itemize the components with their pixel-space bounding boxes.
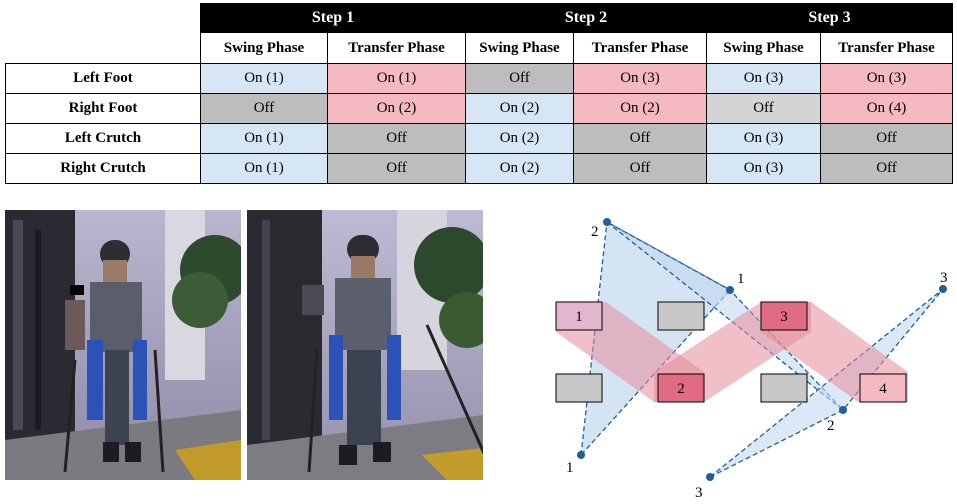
table-cell: Off <box>706 93 821 124</box>
phase-header: Swing Phase <box>465 32 574 64</box>
crutch-point <box>939 285 947 293</box>
crutch-label: 3 <box>940 270 948 286</box>
crutch-label: 3 <box>695 485 703 500</box>
row-label-right-crutch: Right Crutch <box>5 153 201 184</box>
table-cell: On (2) <box>465 153 574 184</box>
table-cell: Off <box>573 123 707 154</box>
table-cell: On (2) <box>327 93 466 124</box>
table-cell: On (2) <box>465 123 574 154</box>
table-cell: On (3) <box>706 123 821 154</box>
crutch-point <box>726 286 734 294</box>
step-3-header: Step 3 <box>706 3 953 33</box>
table-cell: Off <box>820 123 953 154</box>
table-cell: On (1) <box>200 123 328 154</box>
table-cell: On (1) <box>200 63 328 94</box>
crutch-point <box>577 451 585 459</box>
foot-label: 2 <box>677 381 685 397</box>
table-cell: Off <box>573 153 707 184</box>
phase-header: Transfer Phase <box>327 32 466 64</box>
row-label-left-crutch: Left Crutch <box>5 123 201 154</box>
foot-box-empty <box>760 373 808 403</box>
table-cell: On (3) <box>706 153 821 184</box>
crutch-labels: 1 1 2 2 3 3 <box>566 224 948 500</box>
foot-label: 1 <box>575 309 583 325</box>
foot-label: 4 <box>879 381 887 397</box>
row-label-left-foot: Left Foot <box>5 63 201 94</box>
foot-box <box>859 373 907 403</box>
table-corner-2 <box>6 33 201 64</box>
foot-label: 3 <box>780 309 788 325</box>
foot-box <box>657 373 705 403</box>
table-cell: On (3) <box>573 63 707 94</box>
crutch-point <box>706 473 714 481</box>
table-cell: On (2) <box>465 93 574 124</box>
crutch-label: 1 <box>566 460 574 476</box>
table-cell: Off <box>327 153 466 184</box>
crutch-point <box>839 406 847 414</box>
table-corner <box>6 4 201 33</box>
gait-diagram: 1 3 2 4 1 1 2 2 3 3 <box>555 218 948 500</box>
foot-box-empty <box>555 373 603 403</box>
crutch-label: 1 <box>737 271 745 287</box>
foot-box <box>760 301 808 331</box>
table-cell: On (1) <box>200 153 328 184</box>
table-row: Right Foot Off On (2) On (2) On (2) Off … <box>5 93 953 124</box>
table-cell: On (3) <box>706 63 821 94</box>
support-triangle-step-3 <box>709 288 944 478</box>
table-cell: On (2) <box>573 93 707 124</box>
table-cell: On (1) <box>327 63 466 94</box>
crutch-point <box>603 218 611 226</box>
foot-box-empty <box>657 301 705 331</box>
step-1-header: Step 1 <box>200 3 466 33</box>
step-2-header: Step 2 <box>465 3 707 33</box>
table-cell: Off <box>200 93 328 124</box>
foot-boxes: 1 3 2 4 <box>555 301 907 403</box>
table-cell: Off <box>327 123 466 154</box>
foot-box <box>555 301 603 331</box>
table-row: Right Crutch On (1) Off On (2) Off On (3… <box>5 153 953 184</box>
table-row: Left Crutch On (1) Off On (2) Off On (3)… <box>5 123 953 154</box>
exoskeleton-photo-1 <box>5 210 241 480</box>
table-row: Left Foot On (1) On (1) Off On (3) On (3… <box>5 63 953 94</box>
table-cell: Off <box>465 63 574 94</box>
row-label-right-foot: Right Foot <box>5 93 201 124</box>
phase-header: Transfer Phase <box>820 32 953 64</box>
crutch-label: 2 <box>827 418 835 434</box>
table-cell: Off <box>820 153 953 184</box>
crutch-label: 2 <box>591 224 599 240</box>
phase-header: Transfer Phase <box>573 32 707 64</box>
table-cell: On (4) <box>820 93 953 124</box>
crutch-points <box>577 218 947 481</box>
gait-phase-table: Step 1 Step 2 Step 3 Swing Phase Transfe… <box>5 3 953 184</box>
phase-header: Swing Phase <box>706 32 821 64</box>
phase-header: Swing Phase <box>200 32 328 64</box>
exoskeleton-photo-2 <box>247 210 483 480</box>
table-cell: On (3) <box>820 63 953 94</box>
